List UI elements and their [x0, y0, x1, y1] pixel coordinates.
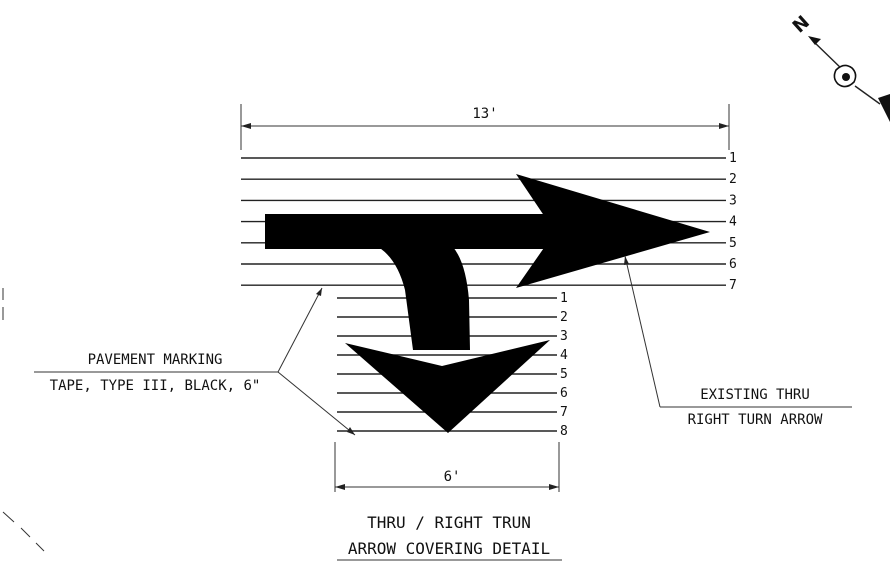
bottom-stripe-number: 5 — [560, 367, 568, 382]
title-line1: THRU / RIGHT TRUN — [367, 513, 531, 532]
north-label: N — [789, 12, 814, 38]
detail-title: THRU / RIGHT TRUN ARROW COVERING DETAIL — [337, 513, 562, 561]
turn-arrow-shaft — [360, 240, 470, 350]
top-stripe-numbers: 1 2 3 4 5 6 7 — [729, 151, 737, 293]
callout-left-line1: PAVEMENT MARKING — [88, 352, 223, 368]
bottom-stripe-number: 1 — [560, 291, 568, 306]
turn-arrow-head — [345, 340, 550, 433]
callout-right-line1: EXISTING THRU — [700, 387, 810, 403]
top-stripe-number: 5 — [729, 236, 737, 251]
callout-left-line2: TAPE, TYPE III, BLACK, 6" — [50, 378, 261, 394]
top-stripe-number: 7 — [729, 278, 737, 293]
existing-arrow-callout: EXISTING THRU RIGHT TURN ARROW — [624, 255, 852, 428]
top-stripe-number: 1 — [729, 151, 737, 166]
bottom-stripe-numbers: 1 2 3 4 5 6 7 8 — [560, 291, 568, 439]
bottom-stripe-number: 3 — [560, 329, 568, 344]
bottom-stripe-number: 6 — [560, 386, 568, 401]
north-arrow-icon: N — [789, 12, 890, 122]
bottom-stripe-number: 4 — [560, 348, 568, 363]
thru-arrow-head — [516, 174, 710, 288]
sheet-edge-marks — [2, 288, 45, 552]
thru-right-turn-arrow — [265, 174, 710, 433]
callout-right-line2: RIGHT TURN ARROW — [688, 412, 823, 428]
top-stripe-number: 4 — [729, 215, 737, 230]
top-dimension-label: 13' — [472, 106, 497, 122]
bottom-dimension-label: 6' — [444, 469, 461, 485]
bottom-stripe-number: 7 — [560, 405, 568, 420]
bottom-stripe-number: 8 — [560, 424, 568, 439]
title-line2: ARROW COVERING DETAIL — [348, 539, 550, 558]
top-dimension: 13' — [240, 104, 730, 150]
top-stripe-number: 2 — [729, 172, 737, 187]
top-stripe-number: 3 — [729, 193, 737, 208]
pavement-marking-callout: PAVEMENT MARKING TAPE, TYPE III, BLACK, … — [34, 287, 356, 436]
bottom-dimension: 6' — [334, 442, 560, 492]
bottom-stripe-number: 2 — [560, 310, 568, 325]
top-stripe-number: 6 — [729, 257, 737, 272]
